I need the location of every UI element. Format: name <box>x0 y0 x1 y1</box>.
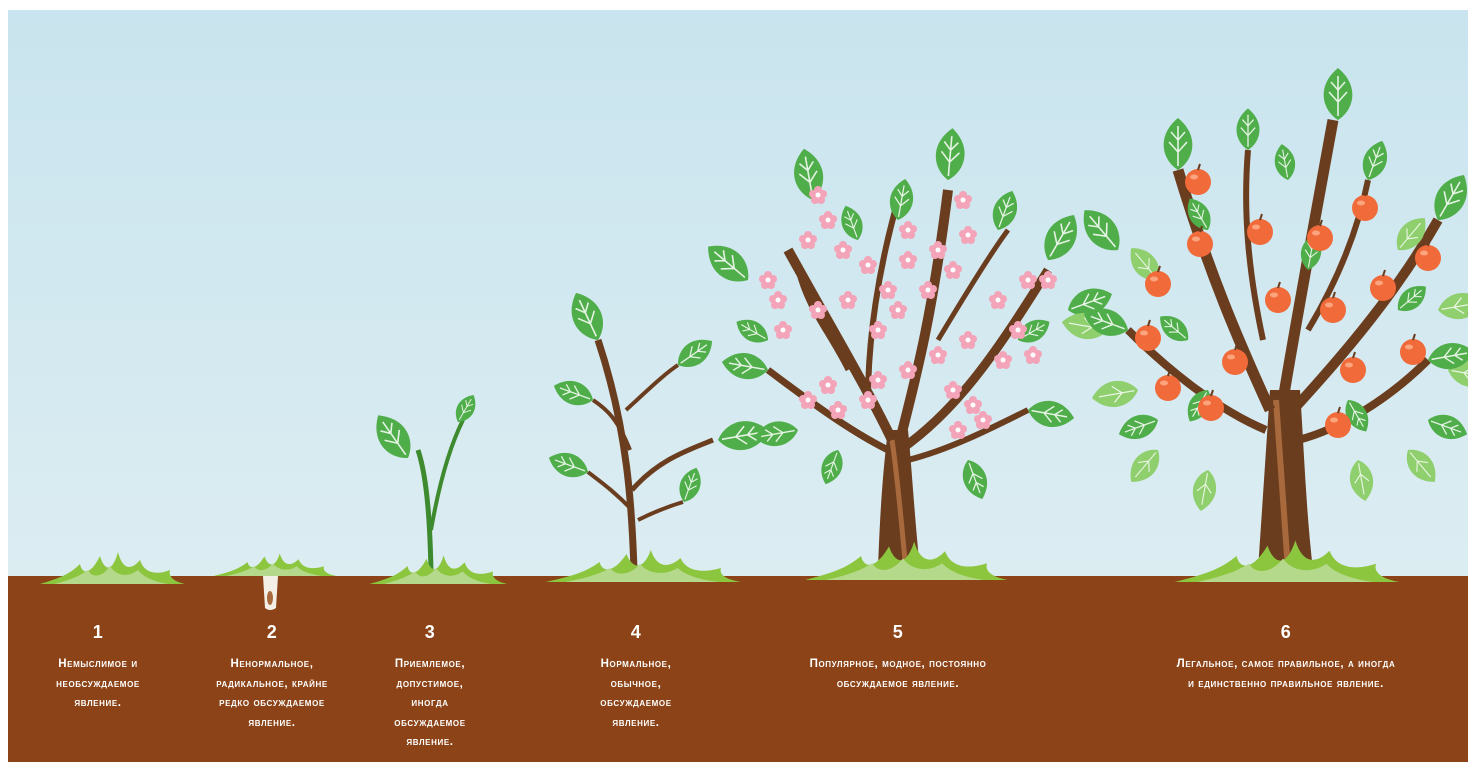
stage-4-label: 4 Нормальное, обычное, обсуждаемое явлен… <box>578 622 694 733</box>
seed <box>267 591 273 605</box>
stage-2-seed <box>213 553 337 610</box>
stage-6-description: Легальное, самое правильное, а иногда и … <box>1176 658 1396 690</box>
stage-3-description: Приемлемое, допустимое, иногда обсуждаем… <box>394 658 466 748</box>
stage-3-label: 3 Приемлемое, допустимое, иногда обсужда… <box>378 622 482 753</box>
stage-5-number: 5 <box>892 622 904 642</box>
stage-5-blossom-tree <box>698 126 1118 580</box>
stage-4-number: 4 <box>630 622 642 642</box>
stage-1-description: Немыслимое и необсуждаемое явление. <box>56 658 140 709</box>
sky <box>8 10 1468 577</box>
stage-5-label: 5 Популярное, модное, постоянно обсуждае… <box>808 622 988 694</box>
growth-illustration: 1 Немыслимое и необсуждаемое явление. 2 … <box>8 10 1468 762</box>
stage-2-label: 2 Ненормальное, радикальное, крайне редк… <box>216 622 328 733</box>
stage-3-number: 3 <box>424 622 436 642</box>
stage-1-label: 1 Немыслимое и необсуждаемое явление. <box>38 622 158 714</box>
scene-graphic <box>8 10 1468 762</box>
stage-1-number: 1 <box>92 622 104 642</box>
stage-2-description: Ненормальное, радикальное, крайне редко … <box>216 658 328 729</box>
stage-4-description: Нормальное, обычное, обсуждаемое явление… <box>600 658 672 729</box>
stage-5-description: Популярное, модное, постоянно обсуждаемо… <box>809 658 987 690</box>
stage-6-label: 6 Легальное, самое правильное, а иногда … <box>1176 622 1396 694</box>
stage-2-number: 2 <box>266 622 278 642</box>
stage-3-sprout <box>365 390 508 584</box>
stage-6-number: 6 <box>1280 622 1292 642</box>
stage-4-young-tree <box>544 286 773 582</box>
soil <box>8 576 1468 762</box>
stage-6-fruit-tree <box>1059 67 1468 582</box>
